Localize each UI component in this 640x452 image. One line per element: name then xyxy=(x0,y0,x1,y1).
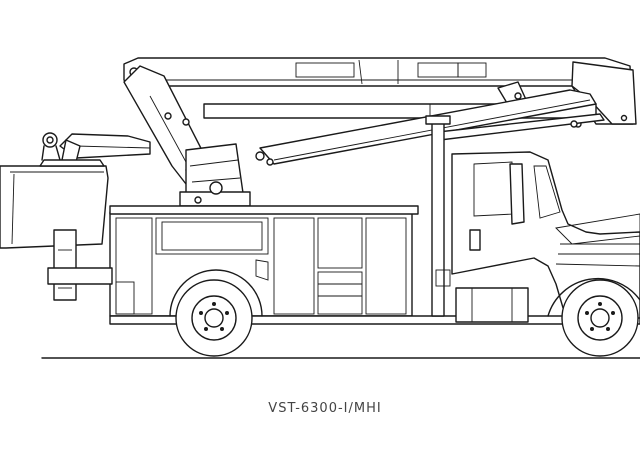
frame-rail xyxy=(109,315,640,325)
boom-rest xyxy=(425,115,451,317)
turntable xyxy=(179,143,251,207)
service-body xyxy=(109,205,419,317)
aerial-bucket xyxy=(0,159,109,249)
fuel-tank xyxy=(455,287,529,323)
model-number-label: VST-6300-I/MHI xyxy=(268,401,382,416)
front-wheel xyxy=(547,277,640,357)
rear-ladder xyxy=(47,229,113,301)
truck-cab xyxy=(451,151,640,319)
boom-cylinder xyxy=(203,89,605,166)
jib-arm xyxy=(41,132,151,163)
rear-wheel xyxy=(169,269,263,357)
